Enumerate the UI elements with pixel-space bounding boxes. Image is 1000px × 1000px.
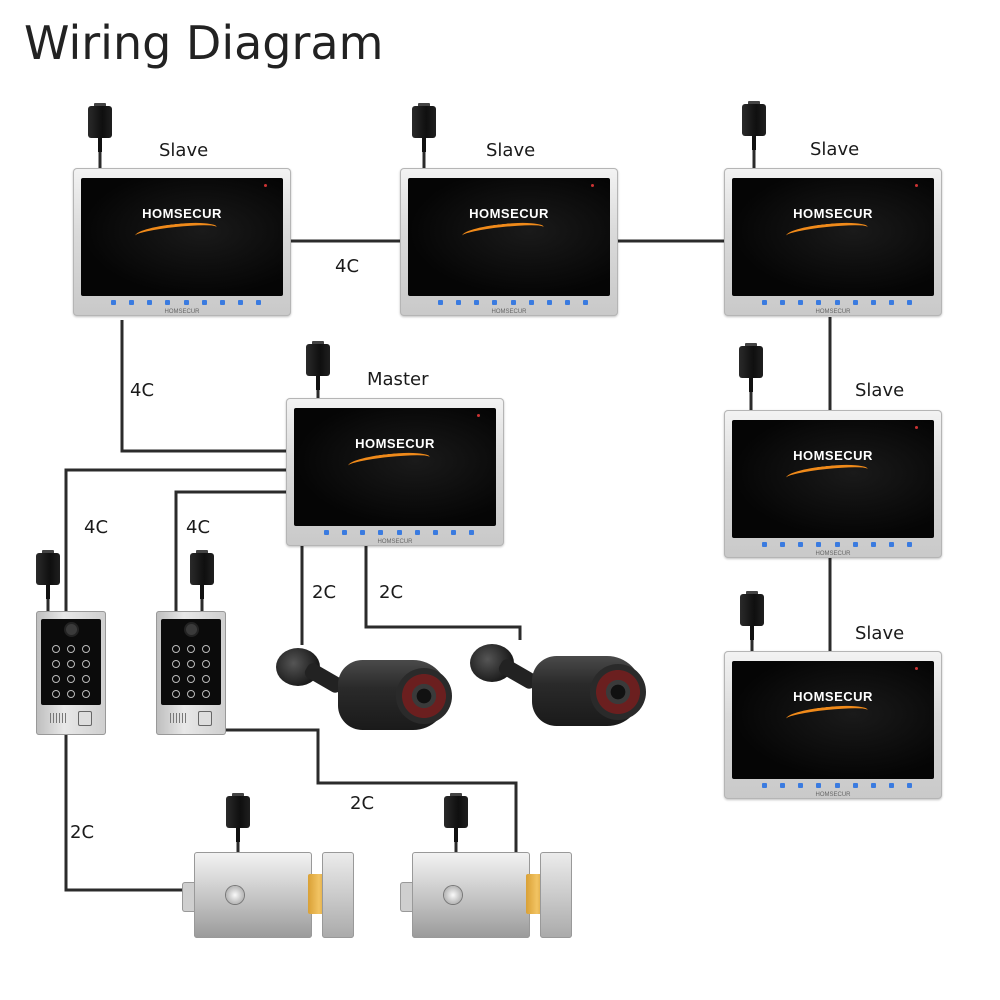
monitor-brand: HOMSECUR xyxy=(491,309,527,315)
slave-label-1: Slave xyxy=(159,140,209,161)
master-monitor: HOMSECUR HOMSECUR xyxy=(286,398,504,546)
cable-label-slave1-slave2: 4C xyxy=(335,256,360,277)
wire-station1-lock1 xyxy=(64,735,186,892)
wire-slave1-master xyxy=(120,320,286,453)
wire-station1-master xyxy=(64,468,286,611)
slave-label-4: Slave xyxy=(855,380,905,401)
cable-label-master-camera1: 2C xyxy=(312,582,337,603)
monitor-brand: HOMSECUR xyxy=(815,309,851,315)
camera-1 xyxy=(276,640,456,750)
cable-label-station1-lock1: 2C xyxy=(70,822,95,843)
power-adapter-icon xyxy=(738,591,766,640)
power-adapter-icon xyxy=(304,341,332,390)
slave-monitor-5: HOMSECUR HOMSECUR xyxy=(724,651,942,799)
door-station-1 xyxy=(36,611,106,735)
cable-label-master-camera2: 2C xyxy=(379,582,404,603)
electric-lock-1 xyxy=(182,852,354,938)
power-adapter-icon xyxy=(188,550,216,599)
monitor-brand: HOMSECUR xyxy=(164,309,200,315)
camera-2 xyxy=(470,636,650,746)
cable-label-slave1-master: 4C xyxy=(130,380,155,401)
power-adapter-icon xyxy=(737,343,765,392)
diagram-title: Wiring Diagram xyxy=(24,16,384,70)
slave-label-2: Slave xyxy=(486,140,536,161)
slave-label-5: Slave xyxy=(855,623,905,644)
monitor-brand: HOMSECUR xyxy=(815,792,851,798)
slave-monitor-1: HOMSECUR HOMSECUR xyxy=(73,168,291,316)
door-station-2 xyxy=(156,611,226,735)
monitor-brand: HOMSECUR xyxy=(815,551,851,557)
monitor-logo: HOMSECUR xyxy=(793,206,873,221)
cable-label-station2-master: 4C xyxy=(186,517,211,538)
power-adapter-icon xyxy=(410,103,438,152)
slave-monitor-2: HOMSECUR HOMSECUR xyxy=(400,168,618,316)
slave-monitor-4: HOMSECUR HOMSECUR xyxy=(724,410,942,558)
monitor-logo: HOMSECUR xyxy=(355,436,435,451)
monitor-logo: HOMSECUR xyxy=(142,206,222,221)
monitor-brand: HOMSECUR xyxy=(377,539,413,545)
power-adapter-icon xyxy=(86,103,114,152)
monitor-logo: HOMSECUR xyxy=(793,689,873,704)
master-label: Master xyxy=(367,369,429,390)
wire-station2-master xyxy=(174,490,286,611)
cable-label-station1-master: 4C xyxy=(84,517,109,538)
monitor-logo: HOMSECUR xyxy=(793,448,873,463)
cable-label-station2-lock2: 2C xyxy=(350,793,375,814)
power-adapter-icon xyxy=(34,550,62,599)
wire-master-camera2 xyxy=(364,545,522,640)
slave-label-3: Slave xyxy=(810,139,860,160)
power-adapter-icon xyxy=(442,793,470,842)
power-adapter-icon xyxy=(224,793,252,842)
electric-lock-2 xyxy=(400,852,572,938)
slave-monitor-3: HOMSECUR HOMSECUR xyxy=(724,168,942,316)
monitor-logo: HOMSECUR xyxy=(469,206,549,221)
wire-station2-lock2 xyxy=(226,728,518,856)
power-adapter-icon xyxy=(740,101,768,150)
